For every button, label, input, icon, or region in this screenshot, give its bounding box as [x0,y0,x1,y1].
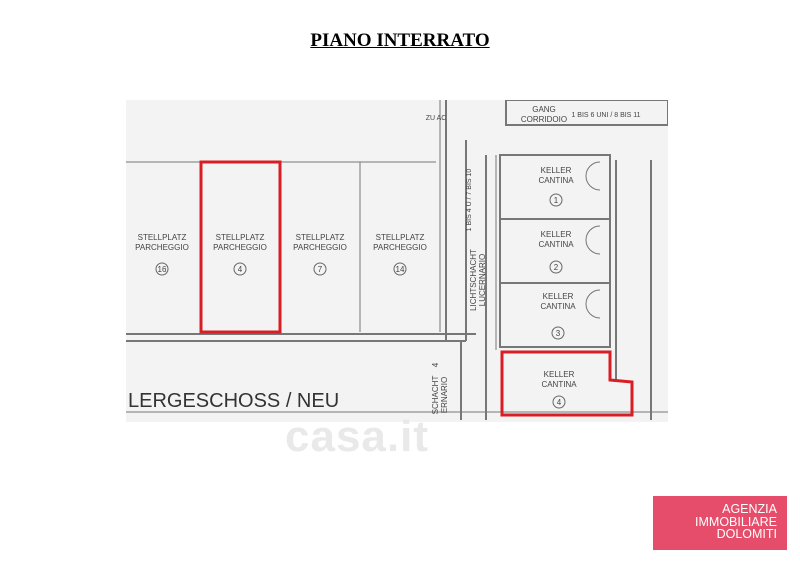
cellar-label: KELLER [541,230,572,239]
parking-number: 4 [238,265,243,274]
cellar-number: 1 [554,196,559,205]
top-label: ZU AC [426,115,447,122]
cellar-label: CANTINA [541,380,577,389]
floor-label: LERGESCHOSS / NEU [128,390,339,412]
parking-label: STELLPLATZ [376,233,425,242]
cellar-label: KELLER [544,370,575,379]
lightwell-label: SCHACHT [431,376,440,415]
lightwell-label: LUCERNARIO [478,254,487,306]
lightwell-refs: 1 BIS 4 U / 7 BIS 10 [466,169,473,232]
agency-line: IMMOBILIARE [695,514,777,529]
corridor-label: CORRIDOIO [521,115,567,124]
parking-label: STELLPLATZ [296,233,345,242]
cellar-labels: KELLER CANTINA 1 KELLER CANTINA 2 KELLER… [538,166,577,409]
parking-number: 14 [396,265,405,274]
cellar-number: 2 [554,263,559,272]
agency-logo: AGENZIA IMMOBILIARE DOLOMITI [653,496,787,550]
lightwell-label: LICHTSCHACHT [469,249,478,311]
agency-line: AGENZIA [722,502,777,516]
parking-labels: STELLPLATZ PARCHEGGIO 16 STELLPLATZ PARC… [135,233,427,276]
parking-label: PARCHEGGIO [213,243,267,252]
cellar-number: 4 [557,398,562,407]
cellar-number: 3 [556,329,561,338]
cellar-label: KELLER [543,292,574,301]
parking-label: PARCHEGGIO [373,243,427,252]
corridor-label: GANG [532,105,556,114]
lightwell-label: ERNARIO [440,377,449,413]
agency-line: DOLOMITI [716,527,777,541]
highlight-cellar-4 [500,350,634,417]
cellar-label: KELLER [541,166,572,175]
cellar-label: CANTINA [538,240,574,249]
lightwell-number: 4 [431,362,440,367]
highlight-parking-4 [199,160,282,334]
corridor-refs: 1 BIS 6 UNI / 8 BIS 11 [571,112,640,119]
floor-plan: STELLPLATZ PARCHEGGIO 16 STELLPLATZ PARC… [126,100,668,422]
parking-label: STELLPLATZ [216,233,265,242]
cellar-label: CANTINA [540,302,576,311]
cellar-label: CANTINA [538,176,574,185]
parking-number: 16 [158,265,167,274]
page-title: PIANO INTERRATO [310,30,490,51]
parking-label: STELLPLATZ [138,233,187,242]
parking-label: PARCHEGGIO [135,243,189,252]
watermark-logo: casa.it [285,412,429,461]
parking-number: 7 [318,265,323,274]
parking-label: PARCHEGGIO [293,243,347,252]
